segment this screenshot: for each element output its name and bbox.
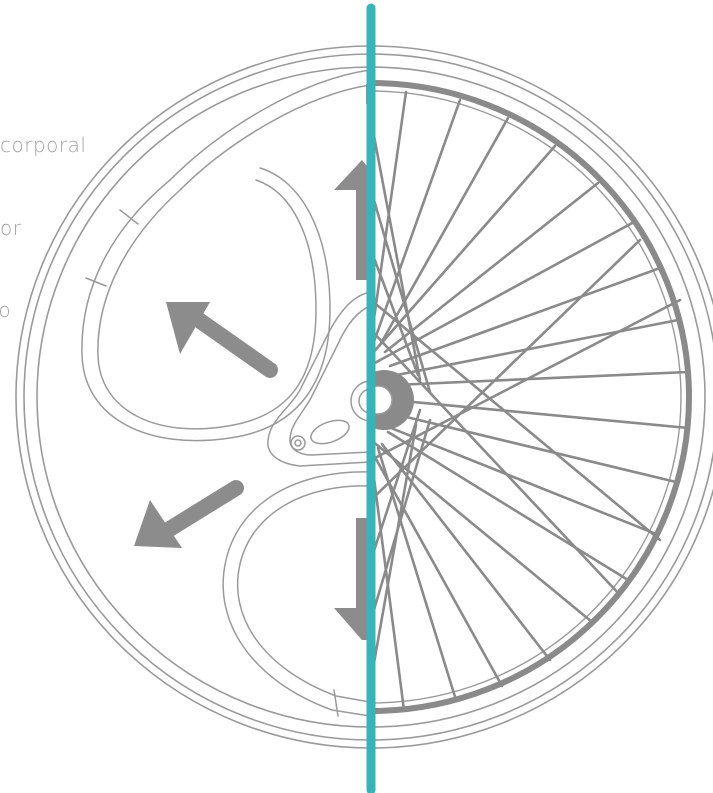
spoke bbox=[388, 432, 628, 580]
tube-cap-3 bbox=[334, 690, 338, 716]
tube-cap-2 bbox=[86, 278, 106, 286]
valve-slot bbox=[308, 416, 352, 448]
arrow-down-icon bbox=[334, 518, 370, 640]
spoke bbox=[371, 240, 640, 500]
spoke bbox=[395, 372, 688, 385]
valve-hole-inner bbox=[295, 440, 301, 446]
upper-tube-inner bbox=[98, 85, 370, 429]
spoke bbox=[394, 414, 676, 482]
spoke bbox=[385, 183, 598, 352]
lower-tube-inner bbox=[238, 486, 370, 702]
valve-hole bbox=[291, 436, 305, 450]
tire-outline bbox=[16, 46, 713, 748]
spoke bbox=[380, 118, 508, 345]
arrows bbox=[134, 160, 370, 640]
arrow-up-icon bbox=[334, 160, 370, 280]
arrow-up-left-icon bbox=[166, 302, 270, 370]
arrow-down-left-icon bbox=[134, 488, 236, 548]
lower-tube-outer bbox=[223, 472, 370, 716]
spokes bbox=[371, 92, 688, 710]
